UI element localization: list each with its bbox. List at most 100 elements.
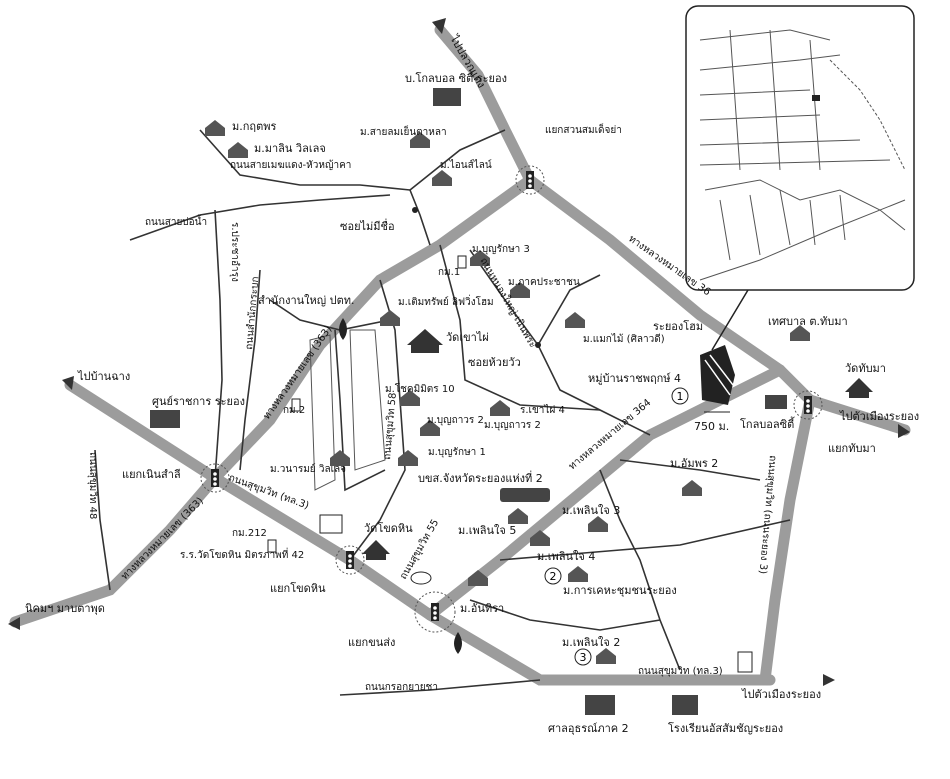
house-icon <box>508 508 528 524</box>
house-icon <box>205 120 225 136</box>
road-wanarom <box>334 329 386 492</box>
label-m-bunthawan2: ม.บุญถาวร 2 <box>484 420 541 431</box>
traffic-lights <box>200 165 823 633</box>
house-icon <box>490 400 510 416</box>
label-wat-chok-hin: วัดโขดหิน <box>364 521 413 535</box>
km-post-icon <box>267 539 277 553</box>
label-soi-huai-wa: ซอยห้วยวัว <box>468 356 521 369</box>
km-post-icon <box>457 255 467 269</box>
road-saimet <box>199 129 411 191</box>
label-ptt-hq: สำนักงานใหญ่ ปตท. <box>258 294 355 307</box>
label-m-pakprachachon: ม.ภาคประชาชน <box>508 277 580 288</box>
road-bus <box>469 599 661 631</box>
label-road-sammakorn: ถนนสำนักกระบก <box>244 276 261 350</box>
hatched-site-icon <box>700 345 735 405</box>
label-m-phoenjai5: ม.เพลินใจ 5 <box>458 524 516 537</box>
house-icon <box>565 312 585 328</box>
label-road-sukhumvit48: ถนนสุขุมวิท 48 <box>87 452 98 519</box>
sukhumvit-vertical <box>759 394 816 686</box>
label-road-sukhumvit-bottom: ถนนสุขุมวิท (ทล.3) <box>638 666 723 677</box>
ptt-flame-icon <box>454 632 462 654</box>
toyota-logo-icon <box>410 571 432 585</box>
house-icon <box>432 170 452 186</box>
label-m-maekmai: ม.แมกไม้ (ศิลาวดี) <box>583 333 665 345</box>
inset-map <box>685 5 915 291</box>
house-icon <box>530 530 550 546</box>
label-yaek-tapma: แยกทับมา <box>828 442 876 455</box>
house-icon <box>228 142 248 158</box>
bus-icon <box>500 488 550 502</box>
house-icon <box>682 480 702 496</box>
label-m-ionline: ม.ไอนส์ไลน์ <box>440 159 492 171</box>
label-m-wanarom: ม.วนารมย์ วิลเลจ <box>270 463 346 475</box>
road-to-ionline <box>409 129 506 191</box>
numbered-markers: 1 2 3 <box>544 387 689 666</box>
house-icon <box>790 325 810 341</box>
arrow-east <box>898 424 910 438</box>
label-court: ศาลอุธรณ์ภาค 2 <box>548 722 629 735</box>
road-noen-phra <box>269 299 391 331</box>
label-m-phoenjai3: ม.เพลินใจ 3 <box>562 504 620 517</box>
label-village-ratchaphruek: หมู่บ้านราชพฤกษ์ 4 <box>588 372 681 385</box>
traffic-light-icon <box>414 591 456 633</box>
road-khao-mai <box>439 244 601 411</box>
traffic-light-icon <box>335 545 365 575</box>
road-arrows <box>8 18 910 686</box>
label-m-bunraksa3: ม.บุญรักษา 3 <box>472 244 530 255</box>
ptt-flame-icon <box>339 318 347 340</box>
label-sun-ratchakan: ศูนย์ราชการ ระยอง <box>152 395 245 408</box>
label-wat-tapma: วัดทับมา <box>845 362 886 375</box>
label-m-karkeha: ม.การเคหะชุมชนระยอง <box>563 584 677 597</box>
label-m-tonsap: ม.เติมทรัพย์ ลิฟวิ่งโฮม <box>398 294 494 308</box>
house-icon <box>400 390 420 406</box>
highway-363-upper <box>209 174 536 484</box>
label-bus-terminal: บขส.จังหวัดระยองแห่งที่ 2 <box>418 470 543 485</box>
label-rayong-home: ระยองโฮม <box>653 319 703 333</box>
label-school-assumption: โรงเรียนอัสสัมชัญระยอง <box>668 721 783 735</box>
gas-station-icon <box>737 651 753 673</box>
road-prachaumrung <box>214 209 223 479</box>
house-icon <box>380 310 400 326</box>
house-icon <box>588 516 608 532</box>
label-golden-city: บ.โกลบอล ซิตี้ ระยอง <box>405 70 507 85</box>
junction-dot <box>412 207 418 213</box>
road-huai-wa <box>469 249 651 436</box>
project-site <box>700 269 761 413</box>
label-distance-750: 750 ม. <box>694 420 729 433</box>
label-m-phoenjai2: ม.เพลินใจ 2 <box>562 636 620 649</box>
highway-363-lower <box>9 472 221 628</box>
label-to-mueang-rayong-east: ไปตัวเมืองระยอง <box>839 410 919 423</box>
marker-2: 2 <box>550 570 557 583</box>
arrow-east-bottom <box>823 674 835 686</box>
label-m-bunraksa1: ม.บุญรักษา 1 <box>428 447 486 458</box>
house-icon <box>468 570 488 586</box>
label-to-ban-chang: ไปบ้านฉาง <box>77 370 130 383</box>
label-road-sukhumvit-vert: ถนนสุขุมวิท (ถนนระยอง 3) <box>757 455 778 575</box>
label-soi-mai-mi-chue: ซอยไม่มีชื่อ <box>340 218 395 233</box>
km-post-icon <box>291 398 301 412</box>
label-m-ampon2: ม.อัมพร 2 <box>670 457 718 470</box>
house-icon <box>420 420 440 436</box>
village-plots <box>309 329 386 491</box>
label-yaek-suanson: แยกสวนสมเด็จย่า <box>545 122 622 136</box>
road-krok-yai-cha <box>339 679 541 696</box>
label-to-mueang-rayong-south: ไปตัวเมืองระยอง <box>741 688 821 701</box>
label-road-krok-yai-cha: ถนนกรอกยายชา <box>365 682 438 693</box>
label-m-phoenjai4: ม.เพลินใจ 4 <box>537 550 595 563</box>
temple-icon <box>845 378 873 398</box>
traffic-light-icon <box>793 390 823 420</box>
label-km1: กม.1 <box>438 267 460 278</box>
road-phoenjai-loop <box>499 519 791 561</box>
label-highway-363-lower: ทางหลวงหมายเลข (363) <box>119 495 206 582</box>
plot-outline <box>349 329 386 471</box>
buildings <box>150 88 787 715</box>
label-m-chokmongkol: ม.โชคมิมิตร 10 <box>385 382 455 395</box>
junction-dot <box>535 342 541 348</box>
misc-icons <box>267 207 753 673</box>
arrow-west-lower <box>8 617 20 630</box>
house-icon <box>398 450 418 466</box>
label-km2: กม.2 <box>283 405 305 416</box>
arrow-west-upper <box>62 376 74 390</box>
building-icon <box>672 695 698 715</box>
